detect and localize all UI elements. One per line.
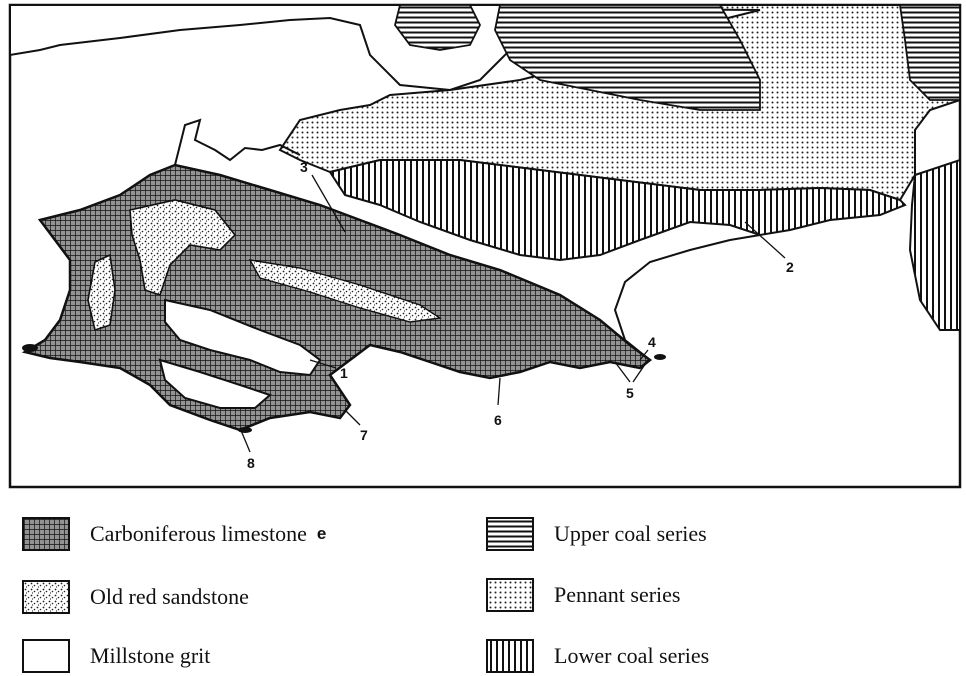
coastline-bay [613,234,761,361]
map-label-4: 4 [648,334,656,350]
legend-item-pennant-series: Pennant series [486,575,680,615]
map-label-6: 6 [494,412,502,428]
millstone-grit-bay [158,358,272,409]
legend-item-lower-coal-series: Lower coal series [486,636,709,676]
map-drawing: 1 2 3 4 5 6 7 8 [8,3,962,489]
old-red-sandstone-ridge [248,259,442,323]
lower-coal-series-swatch [486,639,534,673]
legend-label: Upper coal series [554,521,707,546]
legend-item-old-red-sandstone: Old red sandstone [22,577,249,617]
map-label-7: 7 [360,427,368,443]
island-small-west [238,427,252,433]
legend-label: Old red sandstone [90,584,249,609]
leader-lines [239,174,786,453]
coastline-north [174,118,301,166]
map-label-3: 3 [300,159,308,175]
legend-label: Millstone grit [90,643,211,668]
carboniferous-limestone-swatch [22,517,70,551]
island-small [654,354,666,360]
island-west [22,344,38,352]
legend-item-millstone-grit: Millstone grit [22,636,210,676]
millstone-grit-swatch [22,639,70,673]
legend-item-carboniferous-limestone: Carboniferous limestone e [22,514,326,554]
old-red-sandstone-1 [129,199,237,297]
millstone-grit-inlier [164,298,322,377]
lower-coal-series-east [908,158,961,331]
legend-item-upper-coal-series: Upper coal series [486,514,707,554]
map-label-1: 1 [340,365,348,381]
legend-label: Carboniferous limestone [90,521,307,546]
map-label-8: 8 [247,455,255,471]
old-red-sandstone-swatch [22,580,70,614]
lower-coal-series-band [328,159,907,262]
map-label-2: 2 [786,259,794,275]
legend-label: Pennant series [554,582,681,607]
upper-coal-series-swatch [486,517,534,551]
legend-label: Lower coal series [554,643,710,668]
pennant-series-swatch [486,578,534,612]
upper-coal-series-1 [394,4,482,51]
upper-coal-series-2 [494,4,761,111]
geological-map: 1 2 3 4 5 6 7 8 [8,3,962,489]
legend-suffix: e [316,524,327,543]
old-red-sandstone-2 [87,253,116,332]
upper-coal-series-3 [898,4,961,101]
map-label-5: 5 [626,385,634,401]
legend: Carboniferous limestone e Old red sandst… [0,490,966,676]
